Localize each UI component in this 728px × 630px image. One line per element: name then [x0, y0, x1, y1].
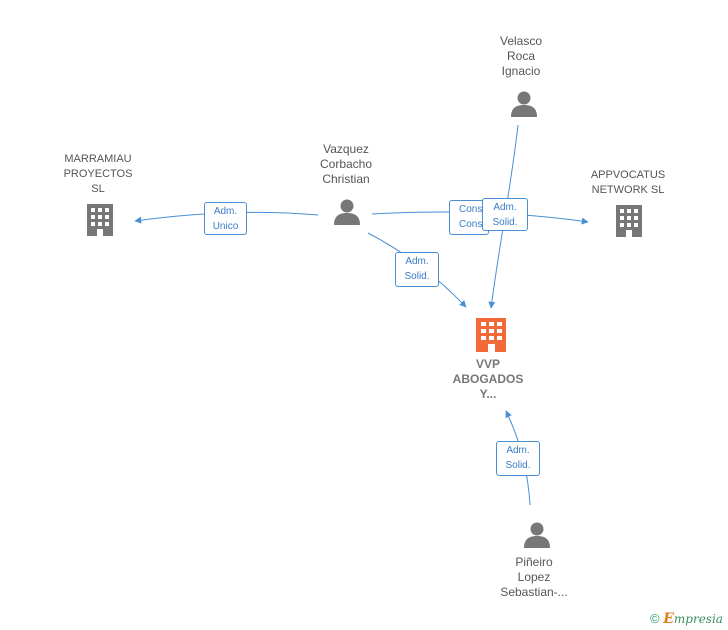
empresia-logo: Empresia	[663, 611, 723, 627]
node-label-velasco[interactable]: Velasco Roca Ignacio	[499, 34, 543, 78]
edge-badge-velasco-appvocatus[interactable]: Adm. Solid.	[482, 198, 528, 231]
person-icon[interactable]	[334, 199, 360, 226]
footer-watermark: © Empresia	[650, 611, 723, 627]
node-label-pineiro[interactable]: Piñeiro Lopez Sebastian-...	[500, 555, 568, 599]
building-icon[interactable]	[616, 205, 642, 237]
person-icon[interactable]	[511, 91, 537, 118]
edge-badge-vazquez-marramiau[interactable]: Adm. Unico	[204, 202, 247, 235]
copyright-icon: ©	[650, 611, 660, 626]
edge-badge-pineiro-vvp[interactable]: Adm. Solid.	[496, 441, 540, 476]
person-icon[interactable]	[524, 522, 550, 549]
main-company-building-icon[interactable]	[476, 318, 506, 352]
node-label-vazquez[interactable]: Vazquez Corbacho Christian	[319, 142, 373, 186]
edge-badge-vazquez-vvp[interactable]: Adm. Solid.	[395, 252, 439, 287]
node-label-marramiau[interactable]: MARRAMIAU PROYECTOS SL	[63, 153, 133, 195]
node-label-vvp[interactable]: VVP ABOGADOS Y...	[452, 357, 524, 401]
node-label-appvocatus[interactable]: APPVOCATUS NETWORK SL	[590, 169, 666, 196]
building-icon[interactable]	[87, 204, 113, 236]
